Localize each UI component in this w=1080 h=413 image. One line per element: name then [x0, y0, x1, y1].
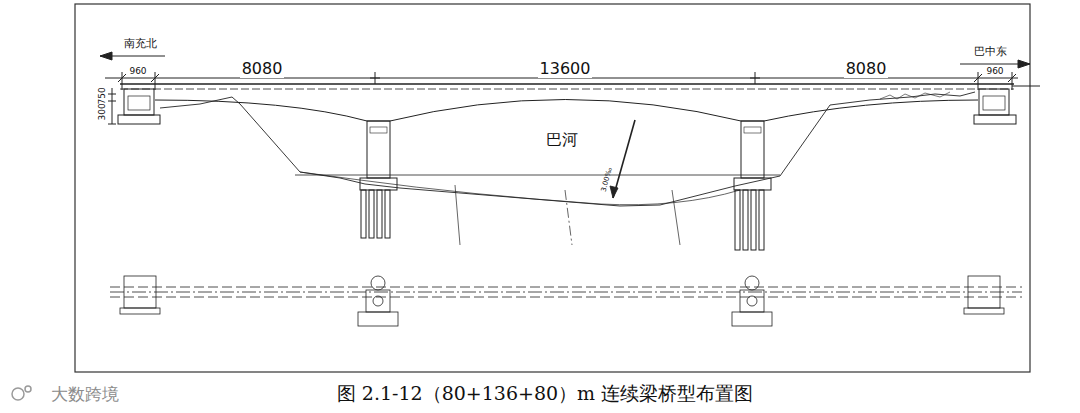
figure-caption: 图 2.1-12（80+136+80）m 连续梁桥型布置图: [337, 383, 753, 404]
dimension-text: 750: [98, 87, 108, 104]
dimension-line: [105, 72, 1018, 124]
river-name: 巴河: [546, 131, 578, 149]
watermark: 大数跨境: [51, 385, 119, 404]
ground-line: [160, 92, 975, 245]
girder: [120, 84, 1040, 121]
drawing-frame: [75, 4, 1030, 372]
direction-label: 巴中东: [974, 46, 1007, 58]
dimension-text: 13600: [538, 60, 593, 78]
watermark-logo: [12, 386, 31, 400]
dimension-text: 960: [127, 67, 148, 77]
direction-label: 南充北: [124, 38, 157, 50]
dimension-text: 8080: [240, 60, 285, 78]
pier: [360, 121, 771, 250]
plan-view: [110, 276, 1022, 326]
dimension-text: 960: [984, 67, 1005, 77]
dimension-text: 8080: [844, 60, 889, 78]
dimension-text: 300: [98, 103, 108, 120]
